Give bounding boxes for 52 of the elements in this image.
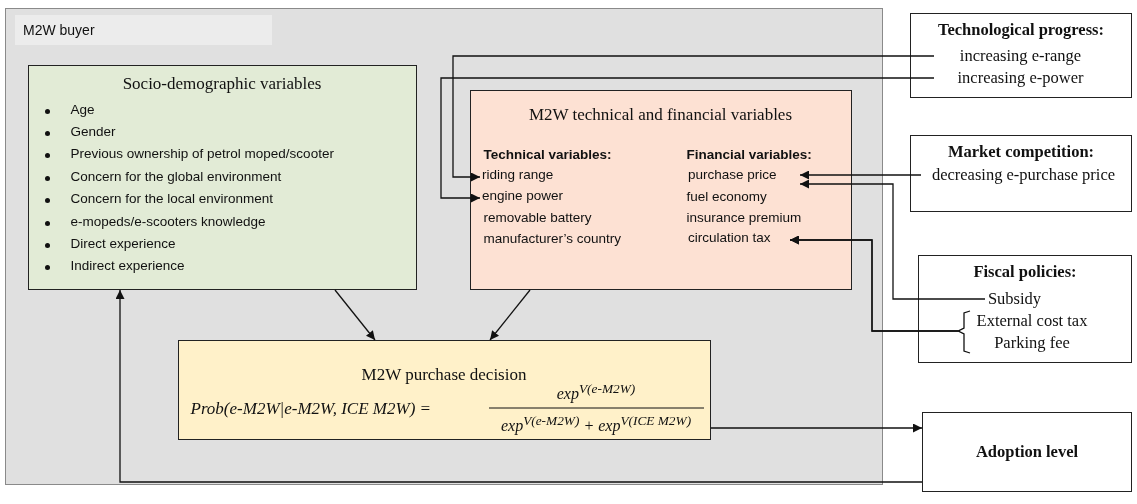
factor-text: decreasing e-purchase price bbox=[930, 164, 1117, 185]
arrow bbox=[452, 55, 935, 182]
factor-text: increasing e-range bbox=[958, 45, 1083, 66]
box-title: Technological progress: bbox=[936, 20, 1106, 40]
arrow bbox=[440, 77, 935, 203]
arrow bbox=[799, 170, 922, 180]
list-item: Previous ownership of petrol moped/scooter bbox=[70, 146, 334, 162]
formula-numerator: exp$^{V(e-M2W)}$ bbox=[555, 380, 637, 403]
formula-denominator: exp$^{V(e-M2W)}$ + exp$^{V(ICE M2W)}$ bbox=[499, 412, 693, 435]
box-title: Market competition: bbox=[946, 142, 1096, 162]
list-item: Direct experience bbox=[70, 235, 176, 251]
factor-box bbox=[910, 135, 1132, 212]
group-panel bbox=[5, 8, 883, 485]
factor-box bbox=[910, 13, 1132, 98]
column-heading: Technical variables: bbox=[483, 146, 612, 162]
variable-text: riding range bbox=[482, 167, 554, 182]
list-item: Indirect experience bbox=[70, 258, 185, 274]
variable-label: removable battery bbox=[483, 209, 592, 225]
arrow bbox=[334, 289, 376, 341]
factor-text: increasing e-power bbox=[956, 67, 1085, 88]
variable-text: purchase price bbox=[688, 167, 777, 182]
arrow bbox=[789, 235, 971, 354]
column-heading: Financial variables: bbox=[686, 146, 812, 162]
factor-text: Subsidy bbox=[986, 288, 1043, 309]
panel-title: M2W buyer bbox=[15, 15, 272, 45]
box-title: M2W technical and financial variables bbox=[527, 104, 794, 125]
list-item: e-mopeds/e-scooters knowledge bbox=[70, 213, 266, 229]
arrow bbox=[799, 179, 986, 300]
variables-box bbox=[469, 89, 852, 290]
arrow bbox=[710, 423, 923, 433]
factor-box bbox=[918, 255, 1132, 363]
decision-box bbox=[177, 339, 711, 440]
variable-label: insurance premium bbox=[686, 209, 802, 225]
formula-text: Prob(e-M2W|e-M2W, ICE M2W) = bbox=[190, 398, 432, 419]
arrow bbox=[489, 289, 531, 341]
variable-label: manufacturer’s country bbox=[483, 230, 622, 246]
factor-text: Parking fee bbox=[993, 332, 1071, 353]
list-item: Concern for the local environment bbox=[70, 191, 274, 207]
arrow bbox=[115, 289, 923, 483]
box-title: Fiscal policies: bbox=[972, 262, 1078, 282]
variable-label: fuel economy bbox=[686, 188, 767, 204]
variables-box bbox=[27, 64, 417, 290]
box-title: Socio-demographic variables bbox=[121, 73, 323, 94]
list-item: Gender bbox=[70, 123, 116, 139]
variable-text: engine power bbox=[482, 188, 564, 203]
factor-text: External cost tax bbox=[975, 310, 1089, 331]
box-title: Adoption level bbox=[974, 442, 1080, 462]
variable-text: circulation tax bbox=[688, 230, 771, 245]
outcome-box bbox=[922, 412, 1132, 492]
list-item: Concern for the global environment bbox=[70, 168, 282, 184]
list-item: Age bbox=[70, 101, 95, 117]
box-title: M2W purchase decision bbox=[360, 364, 528, 385]
